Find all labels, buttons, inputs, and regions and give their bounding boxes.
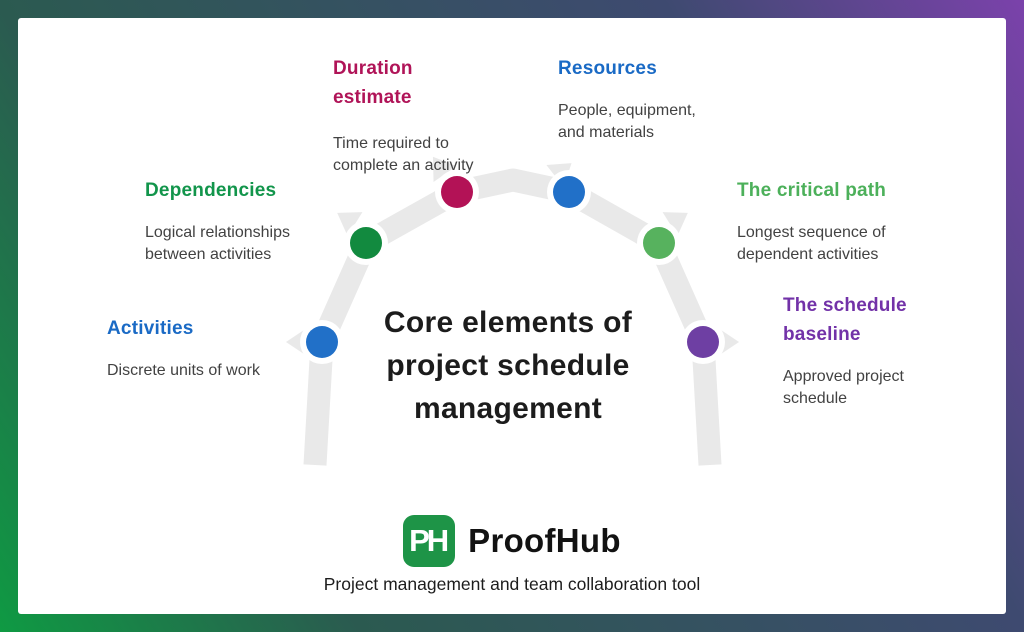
proofhub-logo-badge: PH — [403, 515, 456, 567]
activities-label-group: Activities Discrete units of work — [107, 314, 327, 382]
arch-graphic — [286, 156, 739, 466]
arch-arrowhead — [662, 212, 688, 236]
duration-estimate-dot — [441, 176, 473, 208]
arch-arrowhead — [337, 212, 363, 236]
proofhub-tagline: Project management and team collaboratio… — [323, 574, 701, 594]
arch-arrowhead — [432, 156, 457, 183]
resources-description: People, equipment, and materials — [558, 102, 696, 141]
proofhub-logo-row: PH ProofHub — [18, 515, 1006, 567]
schedule-baseline-dot — [687, 326, 719, 358]
resources-label-group: Resources People, equipment, and materia… — [558, 54, 748, 144]
schedule-baseline-label-group: The schedule baseline Approved project s… — [783, 291, 928, 410]
main-title-line: management — [413, 392, 603, 425]
schedule-baseline-description: Approved project schedule — [783, 368, 904, 407]
duration-estimate-label-group: Duration estimate Time required to compl… — [333, 54, 474, 177]
main-title: Core elements of project schedule manage… — [328, 301, 688, 430]
arch-path — [303, 168, 722, 466]
activities-heading: Activities — [107, 318, 194, 339]
dependencies-label-group: Dependencies Logical relationships betwe… — [145, 176, 345, 266]
dependencies-dot — [350, 227, 382, 259]
main-title-line: project schedule — [386, 349, 630, 382]
activities-description: Discrete units of work — [107, 362, 260, 379]
resources-dot — [553, 176, 585, 208]
critical-path-label-group: The critical path Longest sequence of de… — [737, 176, 937, 266]
resources-heading: Resources — [558, 58, 657, 79]
proofhub-brand-name: ProofHub — [468, 522, 621, 559]
duration-estimate-heading: Duration estimate — [333, 58, 413, 108]
dependencies-description: Logical relationships between activities — [145, 224, 290, 263]
duration-estimate-description: Time required to complete an activity — [333, 135, 474, 174]
activities-dot — [306, 326, 338, 358]
infographic-card: Duration estimate Time required to compl… — [18, 18, 1006, 614]
critical-path-description: Longest sequence of dependent activities — [737, 224, 886, 263]
main-title-line: Core elements of — [383, 306, 633, 339]
critical-path-dot — [643, 227, 675, 259]
schedule-baseline-heading: The schedule baseline — [783, 295, 907, 345]
critical-path-heading: The critical path — [737, 180, 887, 201]
dependencies-heading: Dependencies — [145, 180, 277, 201]
